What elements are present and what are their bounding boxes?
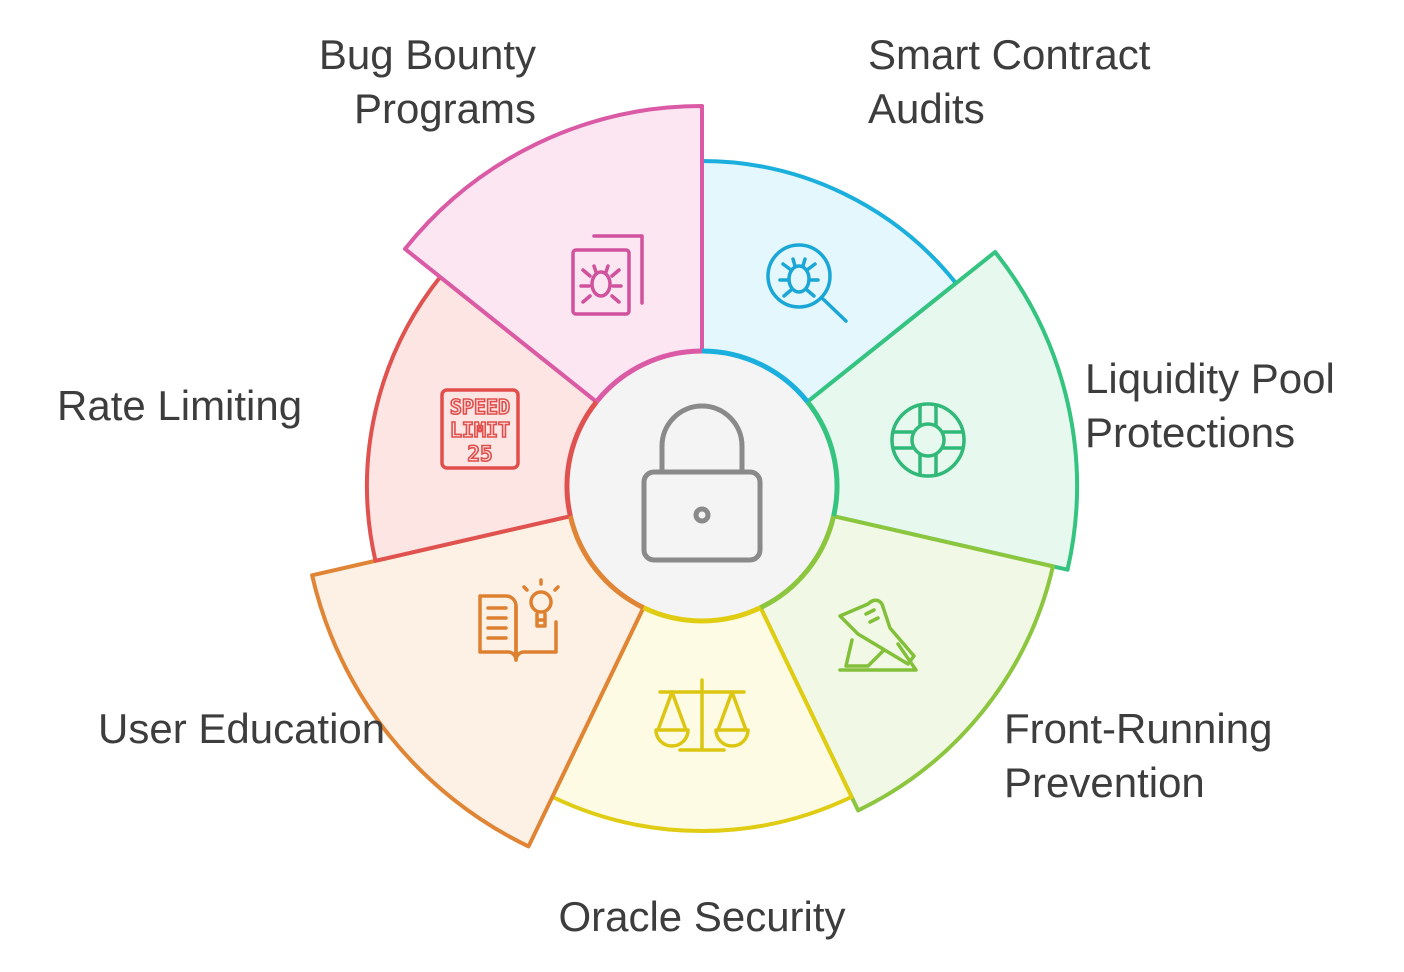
hub-arc-liquidity	[805, 400, 840, 517]
label-smart-contract-audits: Smart Contract Audits	[868, 31, 1151, 132]
hub-arc-frontrun	[759, 515, 837, 610]
speed-sign-line3: 25	[467, 442, 492, 466]
label-oracle-security: Oracle Security	[558, 893, 846, 940]
padlock-icon	[641, 403, 763, 563]
label-liquidity-pool: Liquidity Pool Protections	[1085, 355, 1335, 456]
speed-limit-sign-icon: SPEED LIMIT 25	[440, 388, 520, 470]
lifebuoy-icon	[890, 402, 966, 478]
bug-document-icon	[571, 234, 644, 316]
hub-arc-rate	[564, 400, 599, 517]
hub-arc-oracle	[642, 605, 762, 624]
hub-arc-education	[567, 515, 645, 610]
label-front-running: Front-Running Prevention	[1004, 705, 1273, 806]
label-rate-limiting: Rate Limiting	[57, 382, 303, 429]
hub-arc-audits	[701, 348, 810, 404]
label-bug-bounty: Bug Bounty Programs	[318, 31, 536, 132]
bug-magnifier-icon	[766, 243, 848, 323]
book-lightbulb-icon	[478, 578, 560, 662]
speed-sign-line1: SPEED	[450, 395, 510, 419]
hub-arc-bounty	[594, 348, 703, 404]
balance-scale-icon	[654, 678, 750, 752]
running-shoe-icon	[838, 598, 918, 672]
label-user-education: User Education	[98, 705, 386, 752]
center-hub	[567, 351, 837, 621]
speed-sign-line2: LIMIT	[450, 418, 510, 442]
